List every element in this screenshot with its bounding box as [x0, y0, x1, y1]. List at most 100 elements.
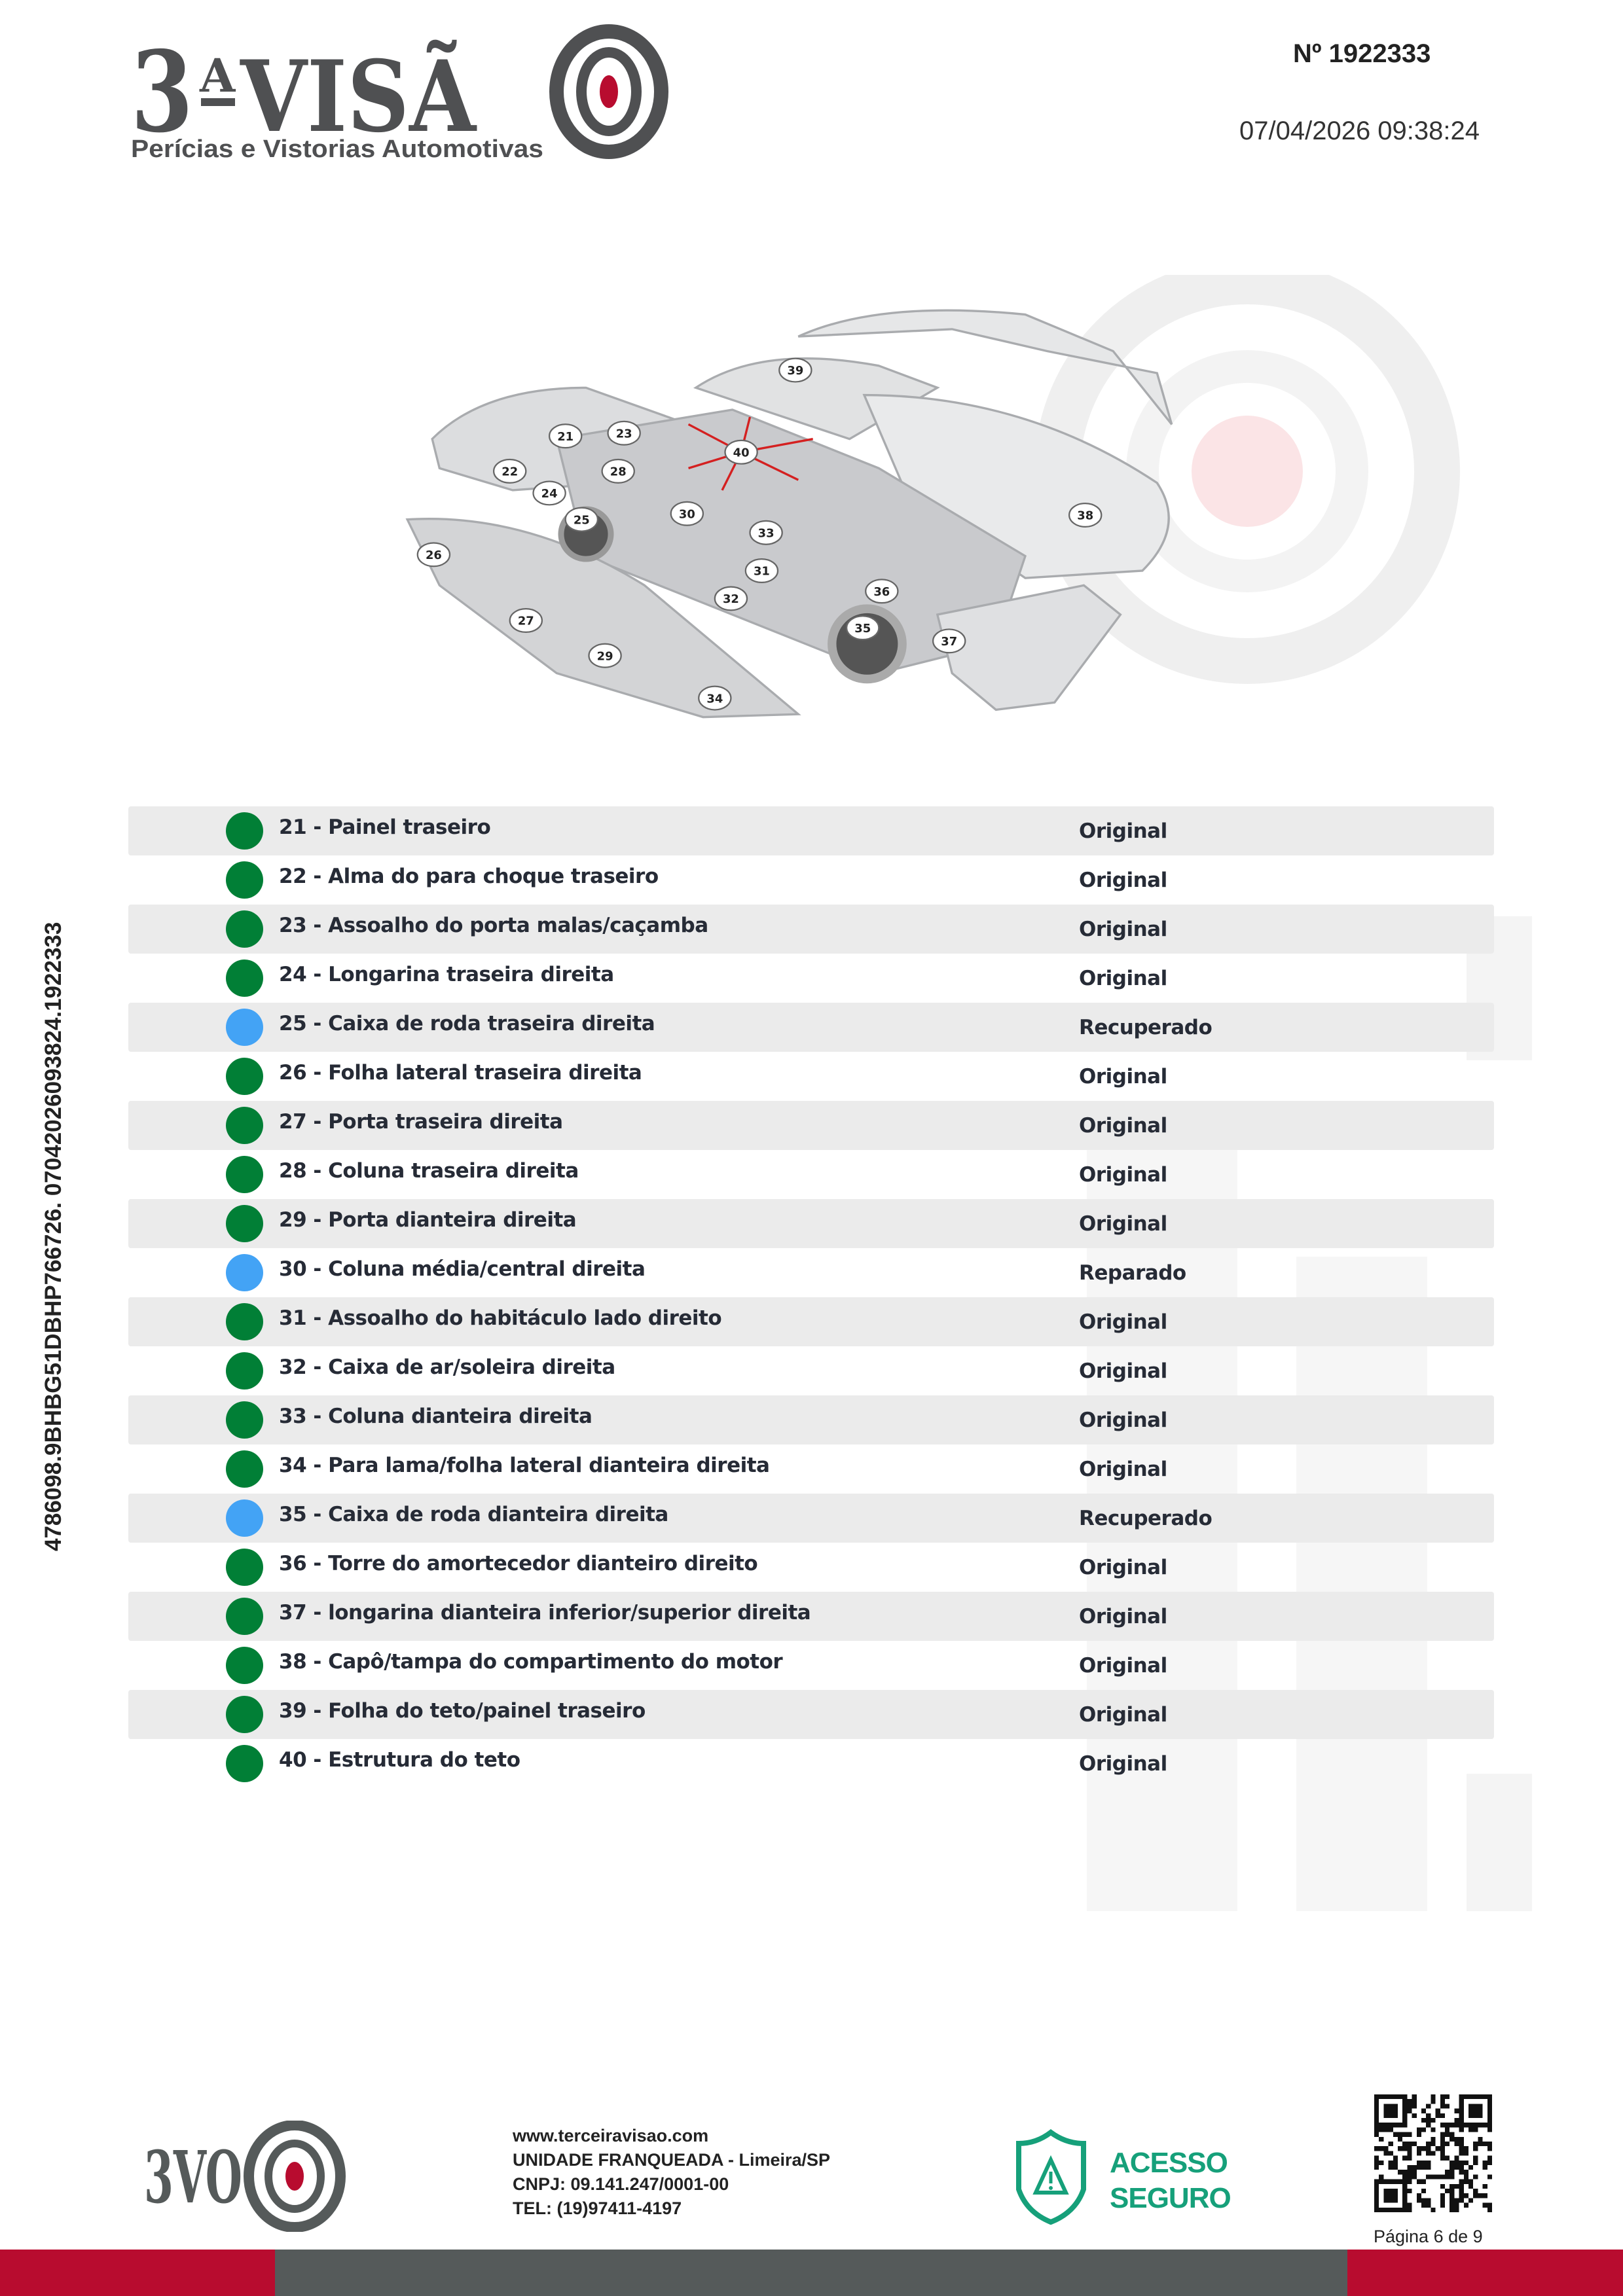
footer-bar-left	[0, 2250, 275, 2296]
part-status: Original	[1079, 1212, 1167, 1236]
footer-website[interactable]: www.terceiravisao.com	[513, 2126, 709, 2145]
part-status: Original	[1079, 1654, 1167, 1677]
svg-text:30: 30	[679, 507, 695, 521]
part-status: Original	[1079, 1752, 1167, 1776]
page-indicator: Página 6 de 9	[1374, 2227, 1483, 2246]
part-marker-26: 26	[416, 542, 451, 567]
footer-bar-center	[275, 2250, 1347, 2296]
status-dot-icon	[226, 1450, 263, 1488]
part-status: Original	[1079, 1114, 1167, 1138]
status-dot-icon	[226, 1401, 263, 1439]
part-status: Recuperado	[1079, 1016, 1213, 1039]
part-label: 30 - Coluna média/central direita	[279, 1257, 646, 1281]
svg-text:Perícias e Vistorias Automotiv: Perícias e Vistorias Automotivas	[131, 135, 543, 163]
part-status: Original	[1079, 1065, 1167, 1088]
status-dot-icon	[226, 1009, 263, 1046]
part-status: Original	[1079, 869, 1167, 892]
part-label: 32 - Caixa de ar/soleira direita	[279, 1355, 615, 1379]
table-row: 36 - Torre do amortecedor dianteiro dire…	[128, 1543, 1494, 1592]
part-marker-24: 24	[532, 480, 566, 506]
status-dot-icon	[226, 1549, 263, 1586]
table-row: 26 - Folha lateral traseira direita Orig…	[128, 1052, 1494, 1101]
footer-unit: UNIDADE FRANQUEADA - Limeira/SP	[513, 2150, 831, 2170]
footer-cnpj: CNPJ: 09.141.247/0001-00	[513, 2174, 729, 2194]
table-row: 27 - Porta traseira direita Original	[128, 1101, 1494, 1150]
part-label: 40 - Estrutura do teto	[279, 1748, 520, 1772]
svg-text:39: 39	[787, 364, 803, 378]
part-label: 34 - Para lama/folha lateral dianteira d…	[279, 1454, 770, 1477]
table-row: 32 - Caixa de ar/soleira direita Origina…	[128, 1346, 1494, 1395]
parts-status-table: 21 - Painel traseiro Original 22 - Alma …	[128, 806, 1494, 1788]
document-datetime: 07/04/2026 09:38:24	[1239, 117, 1480, 145]
status-dot-icon	[226, 812, 263, 850]
part-label: 31 - Assoalho do habitáculo lado direito	[279, 1306, 722, 1330]
part-marker-36: 36	[865, 579, 899, 604]
table-row: 25 - Caixa de roda traseira direita Recu…	[128, 1003, 1494, 1052]
part-label: 25 - Caixa de roda traseira direita	[279, 1012, 655, 1035]
qr-code[interactable]	[1373, 2094, 1493, 2212]
table-row: 38 - Capô/tampa do compartimento do moto…	[128, 1641, 1494, 1690]
svg-text:33: 33	[758, 527, 775, 541]
part-label: 35 - Caixa de roda dianteira direita	[279, 1503, 668, 1526]
part-marker-39: 39	[778, 357, 812, 383]
part-status: Original	[1079, 1359, 1167, 1383]
table-row: 23 - Assoalho do porta malas/caçamba Ori…	[128, 905, 1494, 954]
table-row: 21 - Painel traseiro Original	[128, 806, 1494, 855]
footer-bar-right	[1347, 2250, 1623, 2296]
status-dot-icon	[226, 861, 263, 899]
part-marker-31: 31	[744, 558, 779, 583]
svg-text:32: 32	[723, 592, 739, 606]
svg-text:35: 35	[854, 622, 871, 636]
status-dot-icon	[226, 1156, 263, 1193]
part-marker-33: 33	[749, 520, 783, 545]
part-marker-23: 23	[607, 420, 641, 446]
footer-phone: TEL: (19)97411-4197	[513, 2198, 682, 2218]
table-row: 39 - Folha do teto/painel traseiro Origi…	[128, 1690, 1494, 1739]
svg-text:29: 29	[597, 649, 613, 663]
table-row: 33 - Coluna dianteira direita Original	[128, 1395, 1494, 1444]
part-label: 26 - Folha lateral traseira direita	[279, 1061, 642, 1085]
table-row: 40 - Estrutura do teto Original	[128, 1739, 1494, 1788]
car-parts-diagram: 21 22 23 24 25 26 27 28 29 30 31 32 33 3…	[405, 309, 1173, 719]
part-label: 27 - Porta traseira direita	[279, 1110, 563, 1134]
svg-text:36: 36	[873, 585, 890, 599]
part-status: Original	[1079, 918, 1167, 941]
part-status: Original	[1079, 819, 1167, 843]
status-dot-icon	[226, 1647, 263, 1684]
svg-text:23: 23	[616, 427, 632, 440]
part-status: Original	[1079, 1605, 1167, 1628]
part-marker-29: 29	[588, 643, 622, 668]
svg-text:34: 34	[706, 692, 723, 706]
part-status: Original	[1079, 1556, 1167, 1579]
svg-text:VISÃ: VISÃ	[240, 39, 477, 154]
part-marker-27: 27	[509, 608, 543, 634]
part-label: 21 - Painel traseiro	[279, 816, 491, 839]
svg-text:37: 37	[941, 635, 957, 649]
status-dot-icon	[226, 1745, 263, 1782]
svg-text:40: 40	[733, 446, 750, 460]
part-label: 39 - Folha do teto/painel traseiro	[279, 1699, 646, 1723]
svg-text:28: 28	[610, 465, 627, 479]
part-marker-28: 28	[601, 458, 635, 484]
part-label: 29 - Porta dianteira direita	[279, 1208, 577, 1232]
footer-logo: 3VO	[144, 2121, 346, 2232]
status-dot-icon	[226, 1107, 263, 1144]
table-row: 35 - Caixa de roda dianteira direita Rec…	[128, 1494, 1494, 1543]
part-marker-38: 38	[1068, 502, 1103, 528]
svg-text:3VO: 3VO	[144, 2135, 242, 2219]
svg-text:A: A	[199, 48, 236, 103]
part-label: 37 - longarina dianteira inferior/superi…	[279, 1601, 811, 1624]
part-status: Original	[1079, 1408, 1167, 1432]
part-marker-21: 21	[548, 423, 583, 449]
svg-text:27: 27	[518, 615, 534, 628]
table-row: 30 - Coluna média/central direita Repara…	[128, 1248, 1494, 1297]
svg-text:21: 21	[557, 430, 574, 444]
secure-label-line1: ACESSO	[1110, 2147, 1228, 2179]
part-marker-22: 22	[492, 458, 527, 484]
status-dot-icon	[226, 1205, 263, 1242]
document-number: Nº 1922333	[1293, 39, 1431, 68]
part-marker-32: 32	[714, 586, 748, 611]
svg-text:22: 22	[501, 465, 518, 479]
vertical-verification-code: 4786098.9BHBG51DBHP766726. 0704202609382…	[41, 922, 66, 1551]
part-status: Original	[1079, 967, 1167, 990]
